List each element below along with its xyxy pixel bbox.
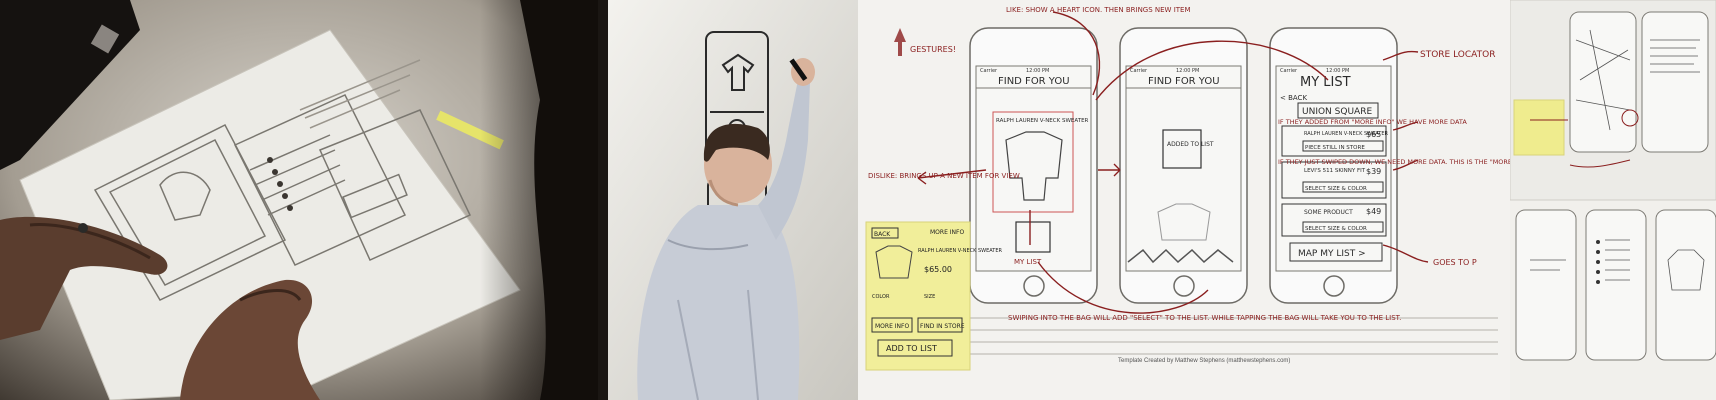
- list-item-2-button[interactable]: SELECT SIZE & COLOR: [1305, 186, 1367, 192]
- note-swiping-bag: SWIPING INTO THE BAG WILL ADD "SELECT" T…: [1008, 314, 1401, 322]
- status-time: 12:00 PM: [1176, 68, 1199, 74]
- screen1-title: FIND FOR YOU: [998, 76, 1070, 87]
- note-added-from-more-info: IF THEY ADDED FROM "MORE INFO" WE HAVE M…: [1278, 118, 1467, 126]
- template-credit: Template Created by Matthew Stephens (ma…: [1118, 358, 1290, 364]
- wireframe-phone-my-list: Carrier 12:00 PM MY LIST < BACK UNION SQ…: [1269, 27, 1398, 304]
- note-store-locator: STORE LOCATOR: [1420, 50, 1495, 60]
- list-item-1-name: RALPH LAUREN V-NECK SWEATER: [1304, 131, 1388, 137]
- sticky-find-in-store-button[interactable]: FIND IN STORE: [920, 323, 965, 330]
- store-selector[interactable]: UNION SQUARE: [1302, 107, 1372, 117]
- sticky-add-to-list-button[interactable]: ADD TO LIST: [886, 344, 937, 353]
- sticky-size-label: SIZE: [924, 294, 935, 300]
- note-swiped-down: IF THEY JUST SWIPED DOWN, WE NEED MORE D…: [1278, 158, 1510, 166]
- photo-paper-prototype-desk: [0, 0, 598, 400]
- back-link[interactable]: < BACK: [1280, 94, 1307, 102]
- status-carrier: Carrier: [1130, 68, 1148, 74]
- list-item-2-price: $39: [1366, 167, 1381, 176]
- note-gestures: GESTURES!: [910, 45, 956, 54]
- list-item-3-price: $49: [1366, 207, 1381, 216]
- list-item-1-button[interactable]: PIECE STILL IN STORE: [1305, 145, 1365, 151]
- note-goes-to: GOES TO P: [1433, 258, 1477, 267]
- my-list-label: MY LIST: [1014, 258, 1042, 266]
- status-carrier: Carrier: [980, 68, 998, 74]
- list-item-2-name: LEVI'S 511 SKINNY FIT: [1304, 168, 1366, 174]
- sticky-back[interactable]: BACK: [874, 231, 891, 238]
- list-item-3-name: SOME PRODUCT: [1304, 209, 1353, 216]
- status-time: 12:00 PM: [1326, 68, 1349, 74]
- photo-whiteboard-sketching: [598, 0, 858, 400]
- screen3-title: MY LIST: [1300, 75, 1351, 90]
- list-item-1-price: $65: [1366, 130, 1381, 139]
- status-time: 12:00 PM: [1026, 68, 1049, 74]
- photo-wireframe-sheet-annotated: Carrier 12:00 PM FIND FOR YOU RALPH LAUR…: [858, 0, 1510, 400]
- map-my-list-button[interactable]: MAP MY LIST >: [1298, 249, 1366, 259]
- list-item-3-button[interactable]: SELECT SIZE & COLOR: [1305, 226, 1367, 232]
- sticky-more-info-button[interactable]: MORE INFO: [875, 323, 909, 330]
- added-to-list-text: ADDED TO LIST: [1167, 141, 1214, 148]
- note-dislike: DISLIKE: BRINGS UP A NEW ITEM FOR VIEW: [868, 172, 1020, 180]
- sticky-color-label: COLOR: [872, 294, 890, 300]
- sticky-note-more-info-screen: BACK MORE INFO RALPH LAUREN V-NECK SWEAT…: [865, 221, 1002, 371]
- sticky-price: $65.00: [924, 265, 952, 274]
- wireframe-phone-find-for-you: Carrier 12:00 PM FIND FOR YOU RALPH LAUR…: [969, 27, 1098, 304]
- note-like: LIKE: SHOW A HEART ICON. THEN BRINGS NEW…: [1006, 6, 1191, 14]
- sticky-more-info-title: MORE INFO: [930, 229, 964, 236]
- photo-wireframe-thumbnails: [1510, 0, 1716, 400]
- sticky-item-name: RALPH LAUREN V-NECK SWEATER: [918, 248, 1002, 254]
- screen1-item-name: RALPH LAUREN V-NECK SWEATER: [996, 118, 1089, 124]
- wireframe-phone-added-to-list: Carrier 12:00 PM FIND FOR YOU ADDED TO L…: [1119, 27, 1248, 304]
- screen2-title: FIND FOR YOU: [1148, 76, 1220, 87]
- status-carrier: Carrier: [1280, 68, 1298, 74]
